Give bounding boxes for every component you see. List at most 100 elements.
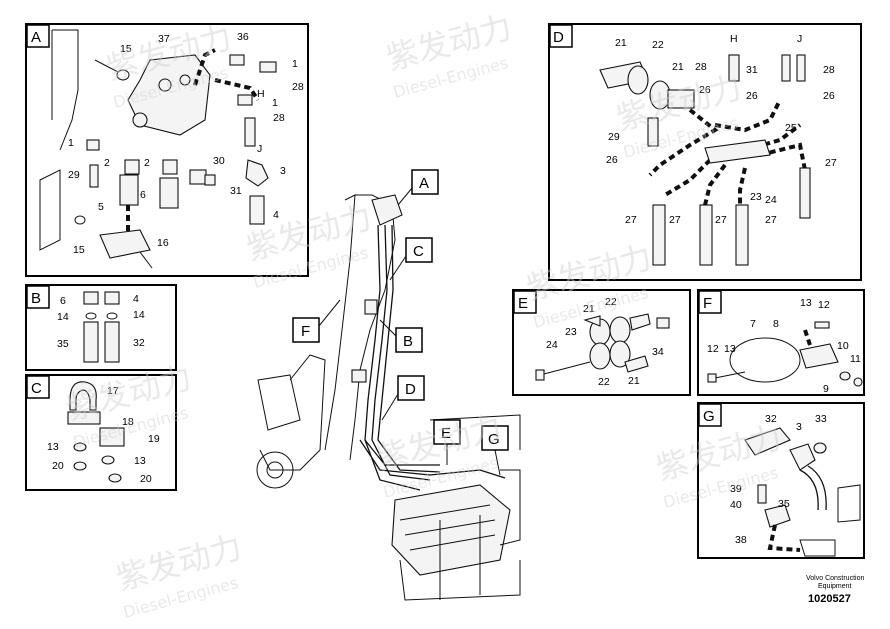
svg-text:22: 22 xyxy=(598,376,610,388)
box-e-letter: E xyxy=(518,295,528,312)
callout-f: F xyxy=(301,323,310,340)
svg-text:28: 28 xyxy=(292,81,304,93)
svg-text:37: 37 xyxy=(158,33,170,45)
detail-box-g: G 32 3 33 39 35 40 38 xyxy=(697,402,865,559)
svg-text:20: 20 xyxy=(52,460,64,472)
svg-text:39: 39 xyxy=(730,483,742,495)
svg-text:8: 8 xyxy=(773,318,779,330)
svg-text:4: 4 xyxy=(133,293,139,305)
svg-text:13: 13 xyxy=(724,343,736,355)
svg-text:25: 25 xyxy=(785,122,797,134)
svg-text:10: 10 xyxy=(837,340,849,352)
callout-boxes: A C F B D E G xyxy=(292,169,509,476)
svg-text:2: 2 xyxy=(104,157,110,169)
svg-text:31: 31 xyxy=(746,64,758,76)
box-c-letter: C xyxy=(31,380,42,397)
svg-text:1: 1 xyxy=(68,137,74,149)
svg-text:13: 13 xyxy=(47,441,59,453)
svg-text:4: 4 xyxy=(273,209,279,221)
svg-text:5: 5 xyxy=(98,201,104,213)
svg-text:6: 6 xyxy=(60,295,66,307)
svg-text:16: 16 xyxy=(157,237,169,249)
svg-text:18: 18 xyxy=(122,416,134,428)
svg-text:24: 24 xyxy=(765,194,777,206)
svg-text:3: 3 xyxy=(796,421,802,433)
svg-text:26: 26 xyxy=(823,90,835,102)
svg-text:27: 27 xyxy=(765,214,777,226)
box-d-letter: D xyxy=(553,29,564,46)
detail-box-a: A 37 36 15 xyxy=(25,23,309,277)
svg-text:19: 19 xyxy=(148,433,160,445)
svg-text:27: 27 xyxy=(625,214,637,226)
callout-a: A xyxy=(419,175,429,192)
svg-text:J: J xyxy=(257,143,262,155)
svg-text:15: 15 xyxy=(120,43,132,55)
detail-box-e: E 21 22 23 24 34 22 21 xyxy=(512,289,691,396)
svg-text:14: 14 xyxy=(57,311,69,323)
svg-text:32: 32 xyxy=(765,413,777,425)
svg-text:28: 28 xyxy=(823,64,835,76)
svg-text:26: 26 xyxy=(746,90,758,102)
footer: Volvo Construction Equipment 1020527 xyxy=(806,575,864,605)
box-f-letter: F xyxy=(703,295,712,312)
svg-text:21: 21 xyxy=(628,375,640,387)
svg-text:24: 24 xyxy=(546,339,558,351)
detail-box-d: D 21 22 H J 28 21 31 28 26 26 xyxy=(548,23,862,281)
svg-text:H: H xyxy=(730,33,738,45)
svg-text:34: 34 xyxy=(652,346,664,358)
svg-text:1: 1 xyxy=(272,97,278,109)
svg-text:31: 31 xyxy=(230,185,242,197)
svg-text:23: 23 xyxy=(565,326,577,338)
callout-b: B xyxy=(403,333,413,350)
box-a-labels: 37 36 15 1 28 H 1 28 J 1 2 2 30 29 6 31 … xyxy=(68,31,304,256)
svg-text:13: 13 xyxy=(800,297,812,309)
svg-text:21: 21 xyxy=(583,303,595,315)
box-b-letter: B xyxy=(31,290,41,307)
credit-line-2: Equipment xyxy=(818,583,852,590)
svg-text:14: 14 xyxy=(133,309,145,321)
machine-overview xyxy=(256,194,521,601)
detail-box-c: C 17 18 19 13 13 20 20 xyxy=(25,374,177,491)
svg-text:28: 28 xyxy=(695,61,707,73)
detail-box-f: F 13 12 7 8 12 13 10 11 9 xyxy=(697,289,865,396)
svg-text:26: 26 xyxy=(606,154,618,166)
svg-text:35: 35 xyxy=(57,338,69,350)
svg-text:17: 17 xyxy=(107,385,119,397)
svg-text:35: 35 xyxy=(778,498,790,510)
svg-text:27: 27 xyxy=(825,157,837,169)
svg-text:11: 11 xyxy=(850,353,861,365)
svg-text:36: 36 xyxy=(237,31,249,43)
svg-text:30: 30 xyxy=(213,155,225,167)
svg-text:1: 1 xyxy=(292,58,298,70)
svg-text:33: 33 xyxy=(815,413,827,425)
o-ring-15 xyxy=(116,69,130,81)
svg-text:2: 2 xyxy=(144,157,150,169)
svg-text:J: J xyxy=(797,33,802,45)
callout-g: G xyxy=(488,431,500,448)
svg-text:22: 22 xyxy=(652,39,664,51)
svg-text:21: 21 xyxy=(615,37,627,49)
svg-text:H: H xyxy=(257,88,265,100)
svg-text:13: 13 xyxy=(134,455,146,467)
svg-text:29: 29 xyxy=(608,131,620,143)
detail-box-b: B 6 4 14 14 35 32 xyxy=(25,284,177,371)
svg-text:3: 3 xyxy=(280,165,286,177)
svg-text:21: 21 xyxy=(672,61,684,73)
box-d-labels: 21 22 H J 28 21 31 28 26 26 26 25 29 26 … xyxy=(606,33,837,226)
svg-text:12: 12 xyxy=(707,343,719,355)
svg-text:15: 15 xyxy=(73,244,85,256)
svg-text:38: 38 xyxy=(735,534,747,546)
svg-text:22: 22 xyxy=(605,296,617,308)
svg-text:28: 28 xyxy=(273,112,285,124)
box-g-letter: G xyxy=(703,408,715,425)
svg-text:27: 27 xyxy=(669,214,681,226)
callout-c: C xyxy=(413,243,424,260)
svg-text:40: 40 xyxy=(730,499,742,511)
svg-text:9: 9 xyxy=(823,383,829,395)
svg-text:20: 20 xyxy=(140,473,152,485)
credit-line-1: Volvo Construction xyxy=(806,575,864,582)
clamp-16 xyxy=(99,229,151,259)
svg-text:32: 32 xyxy=(133,337,145,349)
callout-e: E xyxy=(441,425,451,442)
